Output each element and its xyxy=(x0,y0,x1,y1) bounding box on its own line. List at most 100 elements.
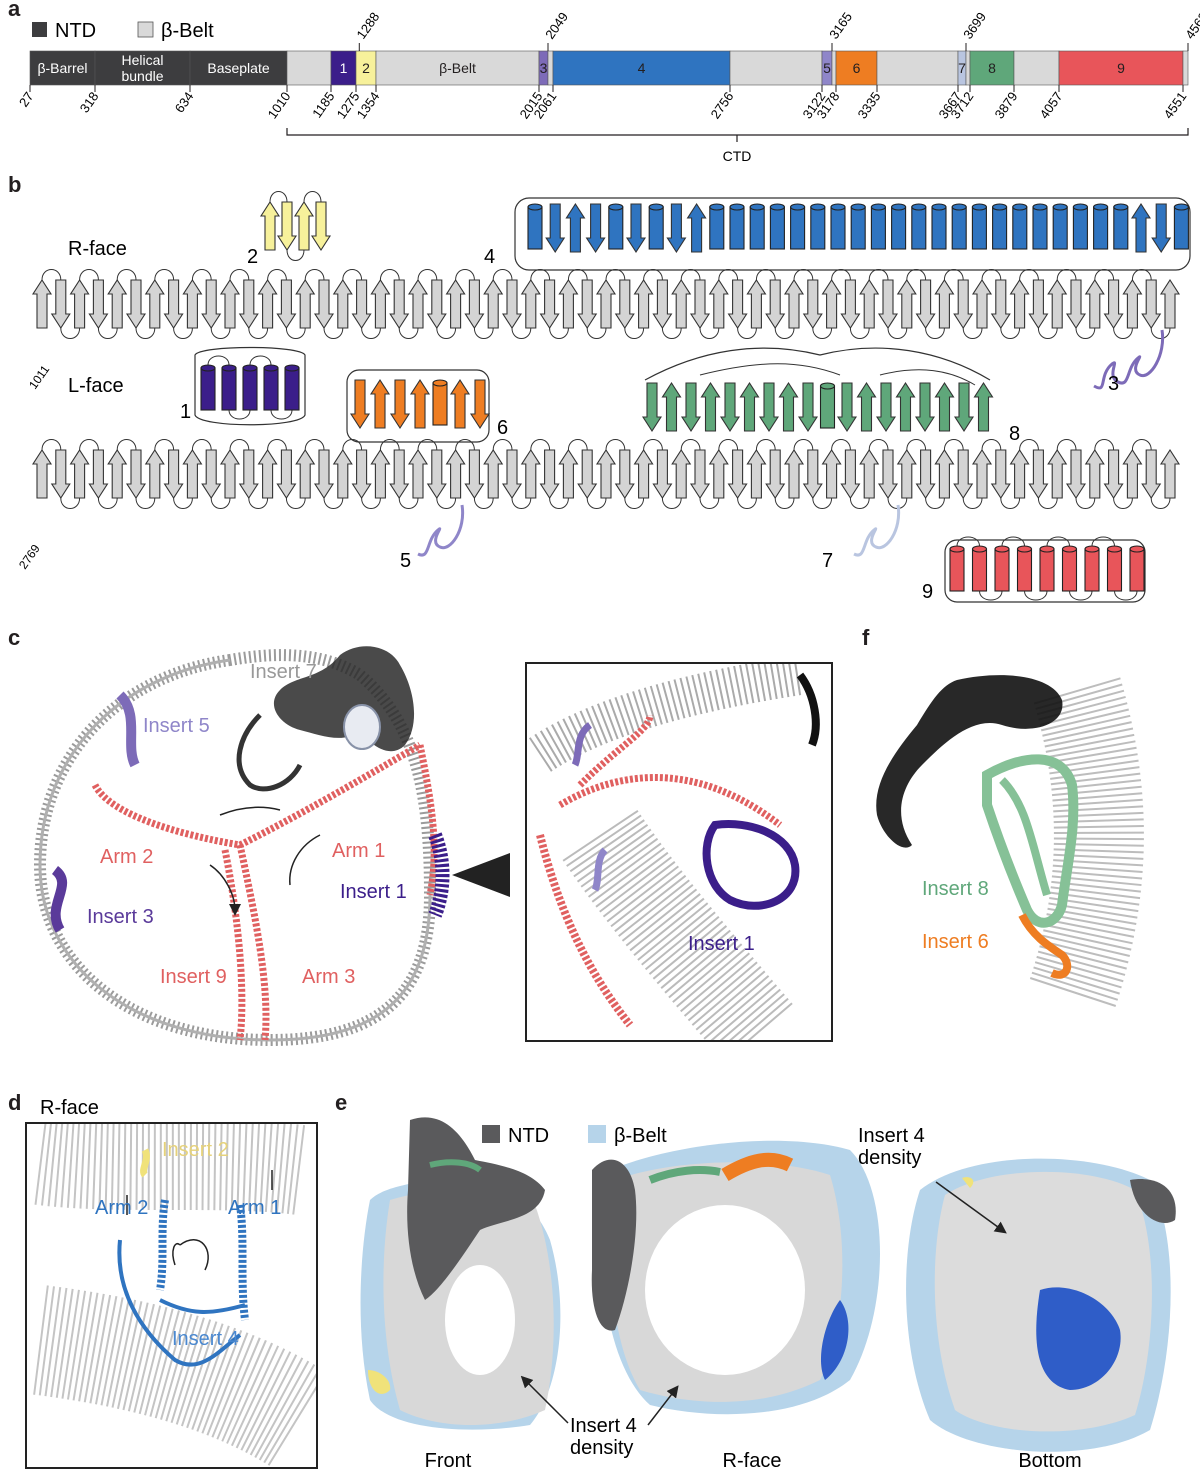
domain-segment xyxy=(552,50,731,86)
beta-strand-arrow xyxy=(709,449,729,499)
insert-4-helix xyxy=(1012,203,1028,250)
beta-belt-row-l-face xyxy=(32,439,1180,509)
insert-8-strand xyxy=(915,382,935,432)
domain-label: 2 xyxy=(362,60,370,76)
insert-9-topology xyxy=(944,536,1146,603)
beta-strand-arrow xyxy=(540,279,560,329)
helix-cylinder xyxy=(1016,545,1033,592)
domain-label: 4 xyxy=(638,60,646,76)
helix-cylinder xyxy=(284,364,300,411)
domain-segment xyxy=(94,50,191,86)
beta-strand-arrow xyxy=(276,449,296,499)
insert-4-helix xyxy=(709,203,725,250)
domain-segment xyxy=(1182,50,1189,86)
legend-belt-swatch xyxy=(137,21,154,38)
domain-segment xyxy=(286,50,332,86)
beta-strand-arrow xyxy=(314,279,334,329)
legend-belt-label: β-Belt xyxy=(161,20,214,42)
label-arm-1: Arm 1 xyxy=(332,840,385,862)
beta-strand-arrow xyxy=(540,449,560,499)
insert-3-loop xyxy=(1093,329,1165,390)
beta-strand-arrow xyxy=(32,449,52,499)
beta-strand-arrow xyxy=(464,449,484,499)
beta-strand-arrow xyxy=(220,279,240,329)
beta-strand-arrow xyxy=(51,449,71,499)
insert-4-helix xyxy=(729,203,745,250)
view-label-r-face: R-face xyxy=(723,1450,782,1472)
insert-number-7: 7 xyxy=(822,550,833,572)
domain-label: β-Barrel xyxy=(37,60,87,76)
beta-strand-arrow xyxy=(897,449,917,499)
beta-strand-arrow xyxy=(408,279,428,329)
insert-4-helix xyxy=(891,203,907,250)
beta-strand-arrow xyxy=(258,279,278,329)
legend-belt-label-e: β-Belt xyxy=(614,1125,667,1147)
beta-strand-arrow xyxy=(652,279,672,329)
helix-cylinder xyxy=(1084,545,1100,592)
zoom-pointer xyxy=(452,853,510,897)
insert-number-9: 9 xyxy=(922,581,933,603)
insert-7-loop xyxy=(853,504,901,557)
beta-strand-arrow xyxy=(295,449,315,499)
beta-strand-arrow xyxy=(389,449,409,499)
beta-strand-arrow xyxy=(32,279,52,329)
insert-8-topology xyxy=(642,347,994,432)
helix-cylinder xyxy=(263,364,279,411)
rotation-arrow-3 xyxy=(289,834,321,886)
insert-4-strand xyxy=(1131,203,1151,253)
domain-label: 9 xyxy=(1117,60,1125,76)
beta-strand-arrow xyxy=(746,449,766,499)
arm-1-helix xyxy=(238,741,422,849)
beta-strand-arrow xyxy=(728,449,748,499)
bottom-tick-label: 3879 xyxy=(992,89,1021,121)
domain-label: 5 xyxy=(823,60,831,76)
legend-belt-swatch-e xyxy=(588,1125,606,1143)
beta-strand-arrow xyxy=(746,279,766,329)
insert-8-strand xyxy=(856,382,877,432)
beta-strand-arrow xyxy=(370,279,390,329)
top-tick-label: 2049 xyxy=(542,9,571,41)
inset-label-insert-1: Insert 1 xyxy=(688,933,755,955)
insert-number-5: 5 xyxy=(400,550,411,572)
beta-strand-arrow xyxy=(483,279,503,329)
beta-strand-arrow xyxy=(145,449,165,499)
bottom-tick-label: 4551 xyxy=(1161,89,1190,121)
start-residue-bottom: 2769 xyxy=(16,542,43,572)
domain-segment xyxy=(1058,50,1184,86)
insert-4-strand xyxy=(1151,203,1171,253)
insert-8-strand xyxy=(700,382,721,432)
beta-strand-arrow xyxy=(803,449,823,499)
beta-strand-arrow xyxy=(370,449,390,499)
insert-4-helix xyxy=(1173,203,1189,250)
beta-strand-arrow xyxy=(558,449,578,499)
beta-strand-arrow xyxy=(671,449,691,499)
insert-4-helix xyxy=(971,203,987,250)
insert-4-topology xyxy=(514,197,1191,271)
beta-strand-arrow xyxy=(1141,449,1161,499)
view-label-front: Front xyxy=(425,1450,472,1472)
label-insert-2: Insert 2 xyxy=(162,1139,229,1161)
beta-strand-arrow xyxy=(1122,449,1142,499)
insert-8-strand xyxy=(642,382,662,432)
insert-4-strand xyxy=(565,203,585,253)
beta-strand-arrow xyxy=(1104,449,1124,499)
beta-strand-arrow xyxy=(1010,449,1030,499)
beta-strand-arrow xyxy=(502,279,522,329)
insert-8-strand xyxy=(798,382,818,432)
insert-8-strand xyxy=(934,382,955,432)
beta-strand-arrow xyxy=(634,279,654,329)
beta-strand-arrow xyxy=(1104,279,1124,329)
beta-strand-arrow xyxy=(765,449,785,499)
beta-strand-arrow xyxy=(88,449,108,499)
beta-strand-arrow xyxy=(728,279,748,329)
beta-strand-arrow xyxy=(859,449,879,499)
beta-strand-arrow xyxy=(521,279,541,329)
insert-8-strand xyxy=(681,382,701,432)
beta-strand-arrow xyxy=(671,279,691,329)
beta-strand-arrow xyxy=(70,449,90,499)
insert-8-strand xyxy=(739,382,760,432)
insert-4-density-pointer-1 xyxy=(520,1375,569,1424)
beta-strand-arrow xyxy=(446,449,466,499)
legend-ntd-swatch-e xyxy=(482,1125,500,1143)
